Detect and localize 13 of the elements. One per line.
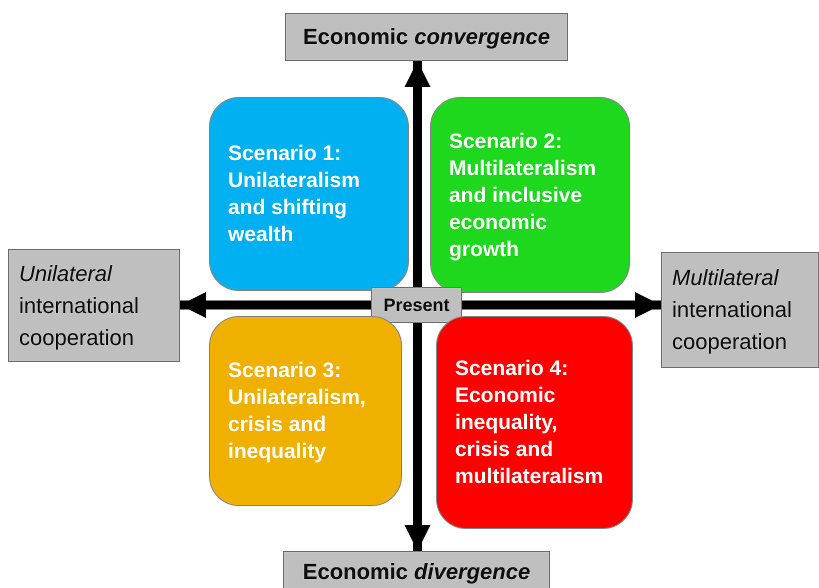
axis-label: Multilateral international cooperation bbox=[661, 252, 819, 368]
axis-arrow bbox=[180, 292, 371, 318]
axis-label: Economic divergence bbox=[283, 551, 550, 588]
scenario-card: Scenario 1: Unilateralism and shifting wealth bbox=[209, 97, 409, 291]
scenario-card: Scenario 4: Economic inequality, crisis and multilateralism bbox=[436, 316, 633, 529]
axis-arrow bbox=[404, 323, 430, 551]
scenario-card: Scenario 2: Multilateralism and inclusive economic growth bbox=[430, 97, 630, 293]
scenario-card: Scenario 3: Unilateralism, crisis and inequality bbox=[209, 316, 402, 506]
axis-arrow bbox=[404, 61, 430, 287]
center-label: Present bbox=[371, 287, 462, 323]
axis-label: Unilateral international cooperation bbox=[8, 249, 180, 362]
axis-label: Economic convergence bbox=[285, 13, 568, 61]
axis-arrow bbox=[462, 292, 661, 318]
